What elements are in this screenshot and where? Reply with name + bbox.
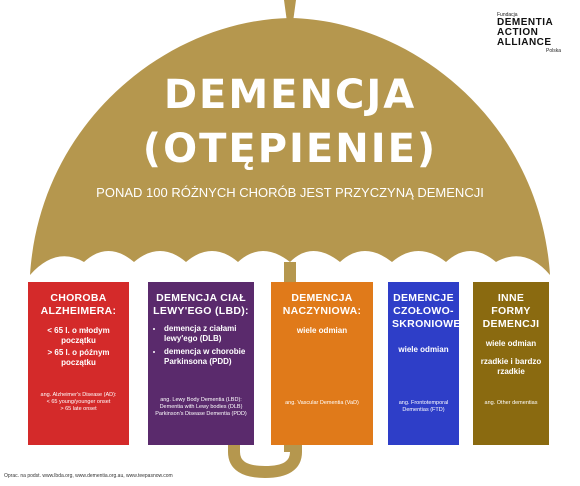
alzheimer-title: CHOROBA ALZHEIMERA: (40, 292, 117, 317)
subtitle: PONAD 100 RÓŻNYCH CHORÓB JEST PRZYCZYNĄ … (96, 185, 484, 200)
logo-line2: ACTION (497, 27, 539, 38)
vascular-box: DEMENCJA NACZYNIOWA: wiele odmian ang. V… (271, 282, 373, 445)
ftd-item1: wiele odmian (398, 345, 449, 354)
vascular-item1: wiele odmian (296, 326, 348, 335)
title-line2: (OTĘPIENIE) (142, 126, 438, 172)
other-title: INNE FORMY DEMENCJI (482, 292, 540, 330)
logo-line3: ALLIANCE (497, 37, 552, 48)
other-item1: wiele odmian (485, 339, 537, 348)
dementia-action-alliance-logo: Fundacja DEMENTIA ACTION ALLIANCE Polska (497, 12, 569, 54)
ftd-title: DEMENCJE CZOŁOWO-SKRONIOWE (392, 292, 461, 330)
alzheimer-item2: > 65 l. o późnym początku (47, 348, 110, 367)
umbrella-handle (228, 439, 302, 479)
alzheimer-item1: < 65 l. o młodym początku (47, 326, 110, 345)
vascular-title: DEMENCJA NACZYNIOWA: (282, 292, 362, 317)
logo-country: Polska (545, 48, 561, 54)
other-foot1: ang. Other dementias (484, 400, 538, 406)
ftd-box: DEMENCJE CZOŁOWO-SKRONIOWE wiele odmian … (388, 282, 461, 445)
lewy-item1: demencja z ciałami lewy'ego (DLB) (164, 324, 250, 344)
lewy-title: DEMENCJA CIAŁ LEWY'EGO (LBD): (153, 292, 249, 317)
alzheimer-foot2: < 65 young/younger onset (46, 399, 111, 405)
umbrella-canopy (30, 18, 550, 275)
alzheimer-foot3: > 65 late onset (60, 406, 97, 412)
alzheimer-foot1: ang. Alzheimer's Disease (AD): (40, 392, 117, 398)
alzheimer-box: CHOROBA ALZHEIMERA: < 65 l. o młodym poc… (28, 282, 129, 445)
lewy-box: DEMENCJA CIAŁ LEWY'EGO (LBD): demencja z… (148, 282, 254, 445)
logo-line1: DEMENTIA (497, 17, 554, 28)
umbrella-tip (284, 0, 296, 22)
lewy-list: demencja z ciałami lewy'ego (DLB) demenc… (152, 324, 250, 367)
vascular-foot1: ang. Vascular Dementia (VaD) (285, 400, 359, 406)
lewy-item2: demencja w chorobie Parkinsona (PDD) (164, 347, 250, 367)
lewy-foot3: Parkinson's Disease Dementia (PDD) (155, 411, 247, 417)
lewy-foot1: ang. Lewy Body Dementia (LBD): (160, 397, 242, 403)
other-item2: rzadkie i bardzo rzadkie (480, 357, 542, 376)
logo-small: Fundacja (497, 12, 518, 18)
ftd-foot1: ang. Frontotemporal Dementias (FTD) (398, 400, 449, 413)
title-line1: DEMENCJA (163, 72, 417, 118)
other-box: INNE FORMY DEMENCJI wiele odmian rzadkie… (473, 282, 549, 445)
source-note: Oprac. na podst. www.lbda.org, www.demen… (4, 473, 173, 479)
lewy-foot2: Dementia with Lewy bodies (DLB) (159, 404, 243, 410)
